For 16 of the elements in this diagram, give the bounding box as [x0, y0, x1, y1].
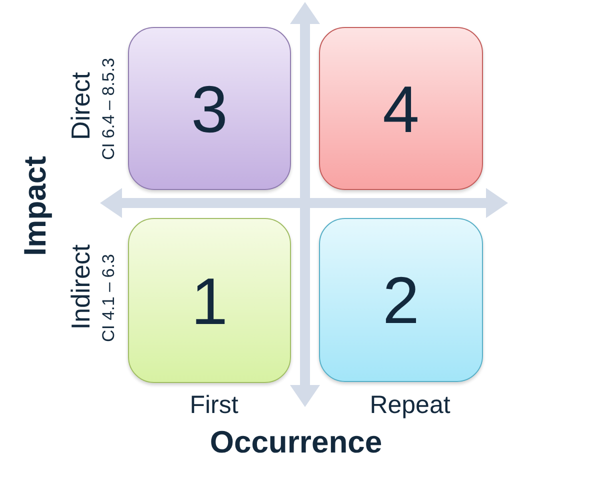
quadrant-number: 4 [382, 76, 420, 142]
quadrant-number: 1 [191, 268, 228, 334]
axis-label: Direct [67, 72, 95, 140]
axis-label: Indirect [67, 244, 95, 330]
axis-label: Repeat [370, 392, 450, 418]
quadrant-box [319, 218, 483, 382]
quadrant-box [128, 27, 291, 190]
axis-title: Occurrence [210, 426, 382, 460]
axis-label: First [190, 392, 238, 418]
quadrant-number: 3 [191, 76, 228, 142]
range-label: CI 6.4 – 8.5.3 [100, 58, 118, 160]
axis-title: Impact [20, 156, 52, 256]
quadrant-box [319, 27, 483, 190]
range-label: CI 4.1 – 6.3 [100, 254, 118, 342]
quadrant-box [128, 218, 291, 383]
quadrant-number: 2 [382, 267, 420, 333]
